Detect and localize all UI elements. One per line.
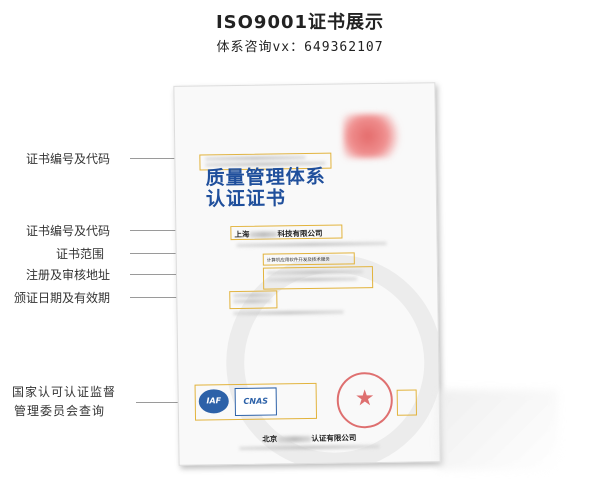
company-name: 上海科技有限公司 — [234, 228, 323, 240]
highlight-accreditation — [194, 382, 318, 421]
blurred-logo — [342, 113, 406, 159]
callout-cnca-query-line1: 国家认可认证监督 — [12, 385, 117, 399]
certificate-title: 质量管理体系 认证证书 — [205, 165, 326, 211]
certificate-scope: 计算机应用软件开发及技术服务 — [266, 257, 330, 264]
callout-cnca-query-line2: 管理委员会查询 — [14, 404, 106, 418]
faded-watermark — [438, 390, 558, 470]
highlight-signature — [396, 389, 417, 416]
callout-cert-number-2: 证书编号及代码 — [26, 224, 111, 238]
callout-registration-address: 注册及审核地址 — [26, 268, 111, 282]
blurred-text — [236, 241, 387, 247]
page-subtitle: 体系咨询vx：649362107 — [216, 40, 384, 55]
blurred-text — [233, 299, 272, 304]
star-icon: ★ — [354, 386, 375, 412]
blurred-text — [233, 293, 272, 298]
callout-cert-scope: 证书范围 — [56, 247, 105, 261]
certificate-image: 质量管理体系 认证证书 上海科技有限公司 计算机应用软件开发及技术服务 IAF … — [173, 82, 441, 466]
callout-cert-number: 证书编号及代码 — [26, 152, 111, 166]
page-title: ISO9001证书展示 — [215, 12, 385, 33]
callout-issue-date: 颁证日期及有效期 — [14, 291, 111, 305]
